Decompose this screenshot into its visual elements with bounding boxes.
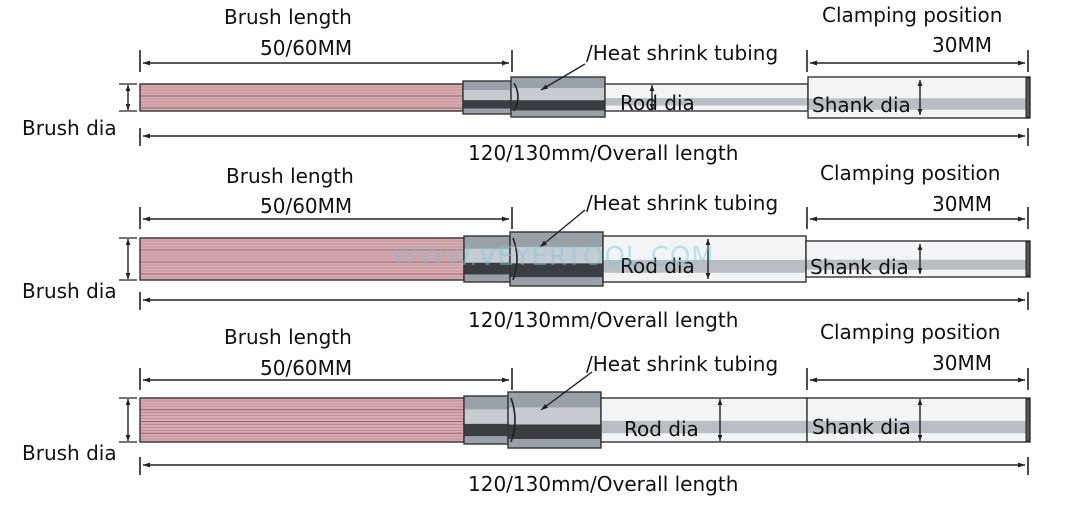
sleeve-band-top (464, 396, 508, 410)
metal-body (601, 398, 807, 442)
sleeve-band-light (464, 248, 510, 263)
brush-length-label: Brush length (224, 5, 352, 29)
sleeve-band-bottom (464, 436, 508, 444)
shank-end-chamfer (1025, 77, 1031, 118)
sleeve-band-top (464, 236, 510, 249)
bristle-bundle (139, 397, 465, 443)
sleeve-band-light (511, 88, 605, 101)
brush-length-value: 50/60MM (260, 356, 353, 380)
rod (602, 235, 807, 283)
sleeve-band-bottom (508, 439, 601, 448)
clamping-position-label: Clamping position (820, 320, 1001, 344)
heat-shrink-label: /Heat shrink tubing (586, 41, 779, 65)
sleeve-band-top (511, 77, 605, 89)
brush-variant-2 (119, 207, 1031, 310)
shank-dia-label: Shank dia (812, 415, 911, 439)
sleeve-band-dark (511, 100, 605, 111)
sleeve-band-bottom (463, 108, 511, 114)
sleeve-band-light (463, 90, 511, 101)
brush-dia-label: Brush dia (22, 441, 117, 465)
shank-dia-label: Shank dia (810, 255, 909, 279)
sleeve-band-dark (464, 423, 508, 437)
sleeve-band-light (508, 407, 601, 425)
brush-length-value: 50/60MM (260, 194, 353, 218)
shank-dia-label: Shank dia (812, 93, 911, 117)
watermark: WWW.VEYERTOOL.COM (392, 242, 715, 272)
crimp-line (512, 237, 518, 281)
rod (604, 83, 809, 112)
clamping-value: 30MM (932, 192, 992, 216)
rod-dia-label: Rod dia (620, 254, 695, 278)
heat-shrink-tube (510, 76, 606, 118)
sleeve-band-dark (508, 424, 601, 440)
heat-shrink-tube (507, 391, 602, 449)
sleeve-band-dark (464, 262, 510, 275)
sleeve-band-dark (510, 263, 603, 278)
sleeve-band-light (464, 409, 508, 424)
clamping-value: 30MM (932, 33, 992, 57)
heat-shrink-pointer-arrow (540, 63, 586, 91)
sleeve-band-light (510, 247, 603, 264)
overall-length-label: 120/130mm/Overall length (468, 308, 739, 332)
sleeve-collar (463, 395, 509, 445)
overall-length-label: 120/130mm/Overall length (468, 141, 739, 165)
rod-dia-label: Rod dia (624, 417, 699, 441)
clamping-position-label: Clamping position (820, 161, 1001, 185)
brush-length-label: Brush length (226, 164, 354, 188)
sleeve-collar (463, 235, 511, 283)
clamping-value: 30MM (932, 351, 992, 375)
sleeve-band-bottom (464, 274, 510, 282)
rod (600, 397, 808, 443)
brush-variant-3 (119, 368, 1031, 475)
metal-shade-band (603, 259, 806, 273)
crimp-line (513, 82, 519, 112)
heat-shrink-pointer-arrow (539, 209, 586, 248)
sleeve-band-dark (463, 100, 511, 109)
heat-shrink-pointer-arrow (540, 371, 593, 411)
brush-length-label: Brush length (224, 325, 352, 349)
sleeve-band-bottom (510, 277, 603, 286)
crimp-line (510, 397, 516, 443)
metal-shade-band (601, 420, 807, 434)
clamping-position-label: Clamping position (822, 3, 1003, 27)
shank-end-chamfer (1025, 398, 1031, 442)
sleeve-band-top (510, 232, 603, 248)
bristle-bundle (139, 83, 464, 112)
overall-length-label: 120/130mm/Overall length (468, 472, 739, 496)
brush-variant-1 (119, 50, 1031, 146)
brush-dia-label: Brush dia (22, 116, 117, 140)
metal-body (603, 236, 806, 282)
sleeve-band-bottom (511, 110, 605, 117)
heat-shrink-label: /Heat shrink tubing (586, 191, 779, 215)
metal-shade-band (605, 98, 808, 106)
brush-length-value: 50/60MM (260, 36, 353, 60)
heat-shrink-label: /Heat shrink tubing (586, 352, 779, 376)
sleeve-band-top (463, 81, 511, 91)
rod-dia-label: Rod dia (620, 91, 695, 115)
brush-dia-label: Brush dia (22, 279, 117, 303)
sleeve-collar (462, 80, 512, 115)
shank-end-chamfer (1025, 241, 1031, 277)
metal-body (605, 84, 808, 111)
